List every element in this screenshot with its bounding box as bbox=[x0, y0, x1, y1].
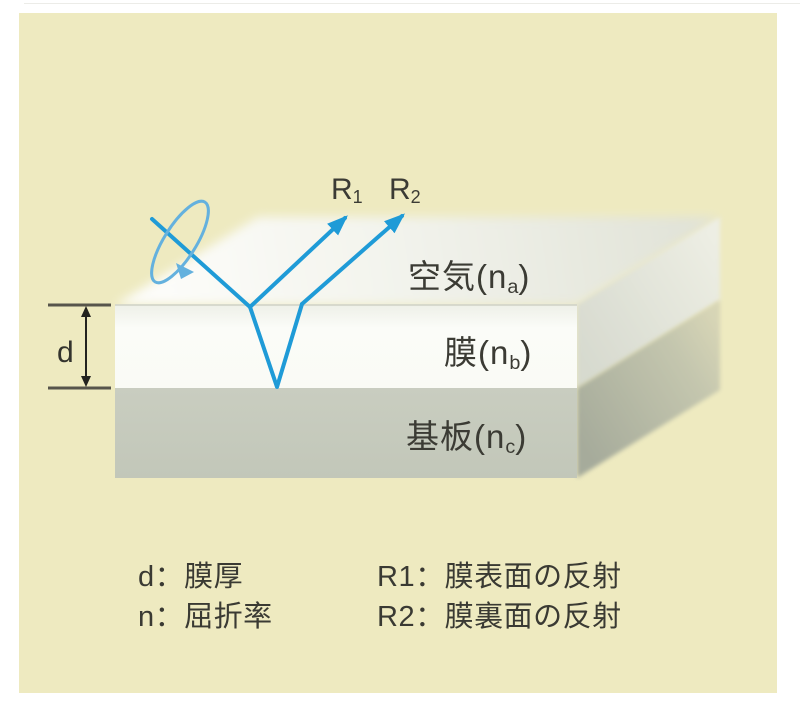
film-label-text: 膜(n bbox=[444, 334, 510, 371]
r2-label-base: R bbox=[389, 173, 411, 206]
substrate-front-face bbox=[115, 388, 577, 478]
r1-label: R1 bbox=[331, 173, 363, 207]
legend-item-r1: R1：膜表面の反射 bbox=[377, 561, 622, 593]
legend-item-n: n：屈折率 bbox=[138, 601, 273, 633]
polarization-loop-ellipse bbox=[150, 199, 210, 285]
substrate-side-face bbox=[577, 300, 720, 478]
incident-ray bbox=[150, 217, 252, 309]
top-hairline bbox=[24, 3, 800, 4]
film-side-face bbox=[577, 217, 720, 388]
air-label-text: 空気(n bbox=[408, 258, 508, 295]
air-layer-label: 空気(na) bbox=[408, 250, 530, 298]
thickness-label: d bbox=[57, 336, 74, 369]
r2-reflected-ray bbox=[300, 213, 406, 306]
air-label-close: ) bbox=[518, 258, 531, 295]
legend-item-d: d：膜厚 bbox=[138, 561, 244, 593]
r1-reflected-ray bbox=[248, 215, 348, 309]
polarization-loop bbox=[150, 199, 210, 285]
internal-refracted-ray bbox=[248, 302, 304, 389]
substrate-layer-label: 基板(nc) bbox=[406, 410, 527, 458]
air-label-sub: a bbox=[507, 275, 519, 298]
substrate-label-text: 基板(n bbox=[406, 418, 506, 455]
thickness-arrow-down-icon bbox=[81, 376, 91, 387]
substrate-label-close: ) bbox=[515, 418, 528, 455]
r1-label-sub: 1 bbox=[352, 187, 363, 208]
slab-top-face bbox=[115, 217, 720, 305]
film-label-close: ) bbox=[520, 334, 533, 371]
loop-arrowhead-icon bbox=[176, 263, 194, 279]
film-front-face bbox=[115, 305, 577, 388]
film-label-sub: b bbox=[509, 351, 521, 374]
r1-label-base: R bbox=[331, 173, 353, 206]
thickness-arrow-up-icon bbox=[81, 306, 91, 317]
legend-item-r2: R2：膜裏面の反射 bbox=[377, 601, 622, 633]
r2-label-sub: 2 bbox=[410, 187, 421, 208]
substrate-label-sub: c bbox=[505, 435, 516, 458]
film-layer-label: 膜(nb) bbox=[444, 326, 532, 374]
r2-label: R2 bbox=[389, 173, 421, 207]
